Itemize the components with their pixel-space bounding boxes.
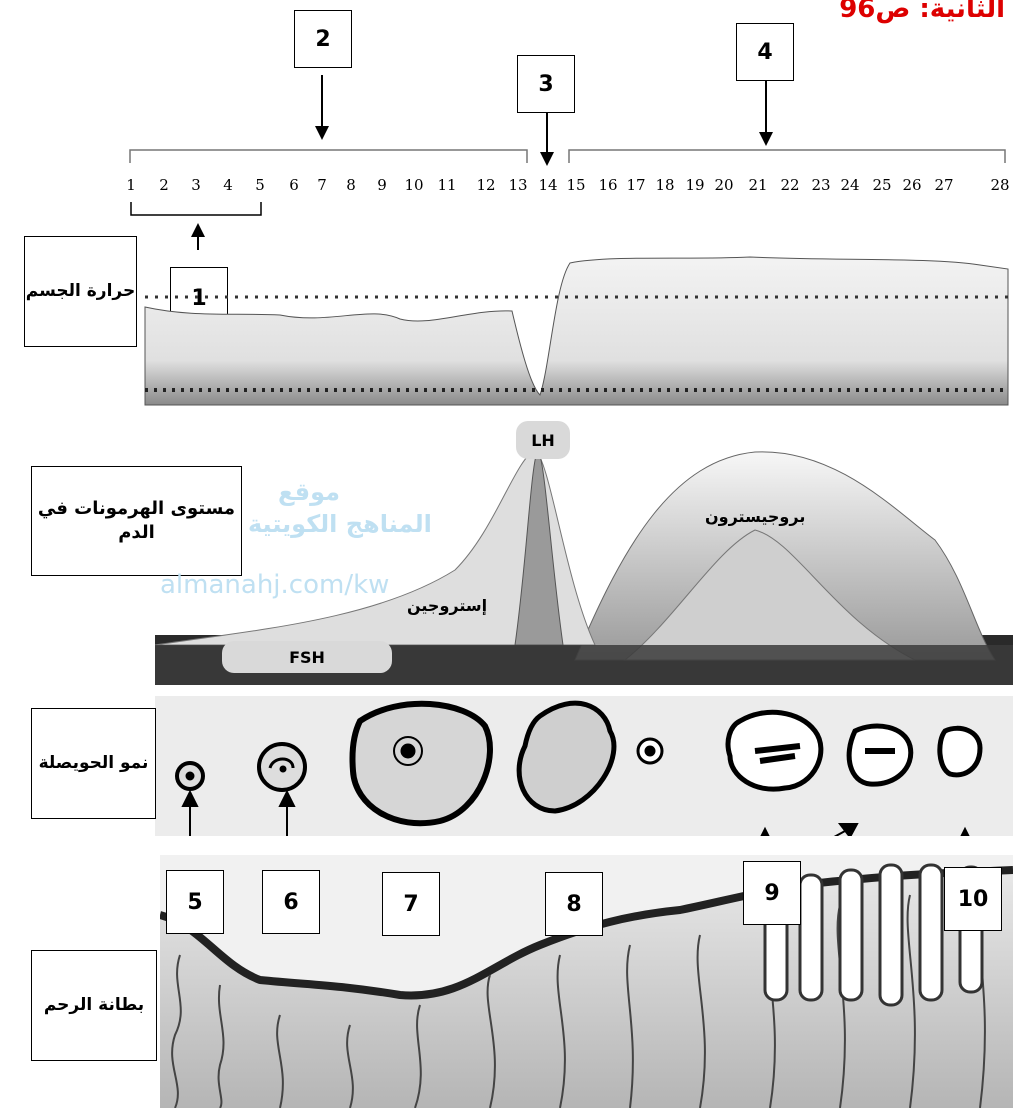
day-number: 28 (990, 176, 1010, 194)
callout-3: 3 (517, 55, 575, 113)
day-number: 2 (159, 176, 169, 194)
header-text: الثانية: ص96 (839, 0, 1005, 24)
day-number: 6 (289, 176, 299, 194)
day-number: 4 (223, 176, 233, 194)
day-number: 13 (508, 176, 528, 194)
callout-6: 6 (262, 870, 320, 934)
day-number: 19 (685, 176, 705, 194)
day-number: 1 (126, 176, 136, 194)
callout-9: 9 (743, 861, 801, 925)
row-label-follicle: نمو الحويصلة (31, 708, 156, 819)
day-number: 21 (748, 176, 768, 194)
watermark-line2: المناهج الكويتية (248, 510, 432, 538)
day-number: 10 (404, 176, 424, 194)
day-number: 25 (872, 176, 892, 194)
callout-4: 4 (736, 23, 794, 81)
callout-10: 10 (944, 867, 1002, 931)
day-number: 17 (626, 176, 646, 194)
day-number: 11 (437, 176, 457, 194)
day-number: 9 (377, 176, 387, 194)
hormone-label-lh: LH (516, 421, 570, 459)
callout-5: 5 (166, 870, 224, 934)
callout-7: 7 (382, 872, 440, 936)
row-label-hormones: مستوى الهرمونات في الدم (31, 466, 242, 576)
row-label-temperature: حرارة الجسم (24, 236, 137, 347)
day-number: 27 (934, 176, 954, 194)
day-number: 3 (191, 176, 201, 194)
day-number: 18 (655, 176, 675, 194)
row-label-endometrium: بطانة الرحم (31, 950, 157, 1061)
day-number: 22 (780, 176, 800, 194)
hormone-label-progesterone: بروجيسترون (705, 507, 806, 526)
day-number: 23 (811, 176, 831, 194)
day-scale (129, 75, 1006, 250)
day-number: 26 (902, 176, 922, 194)
follicle-panel (155, 696, 1013, 836)
watermark-line1: موقع (278, 478, 341, 506)
day-number: 8 (346, 176, 356, 194)
day-number: 5 (255, 176, 265, 194)
day-number: 24 (840, 176, 860, 194)
callout-2: 2 (294, 10, 352, 68)
day-number: 16 (598, 176, 618, 194)
day-number: 20 (714, 176, 734, 194)
hormone-label-estrogen: إستروجين (407, 596, 488, 615)
day-number: 15 (566, 176, 586, 194)
callout-8: 8 (545, 872, 603, 936)
watermark-url: almanahj.com/kw (160, 570, 390, 600)
day-number: 14 (538, 176, 558, 194)
day-number: 12 (476, 176, 496, 194)
day-number: 7 (317, 176, 327, 194)
hormone-label-fsh: FSH (222, 641, 392, 673)
temperature-graph (144, 256, 1009, 406)
